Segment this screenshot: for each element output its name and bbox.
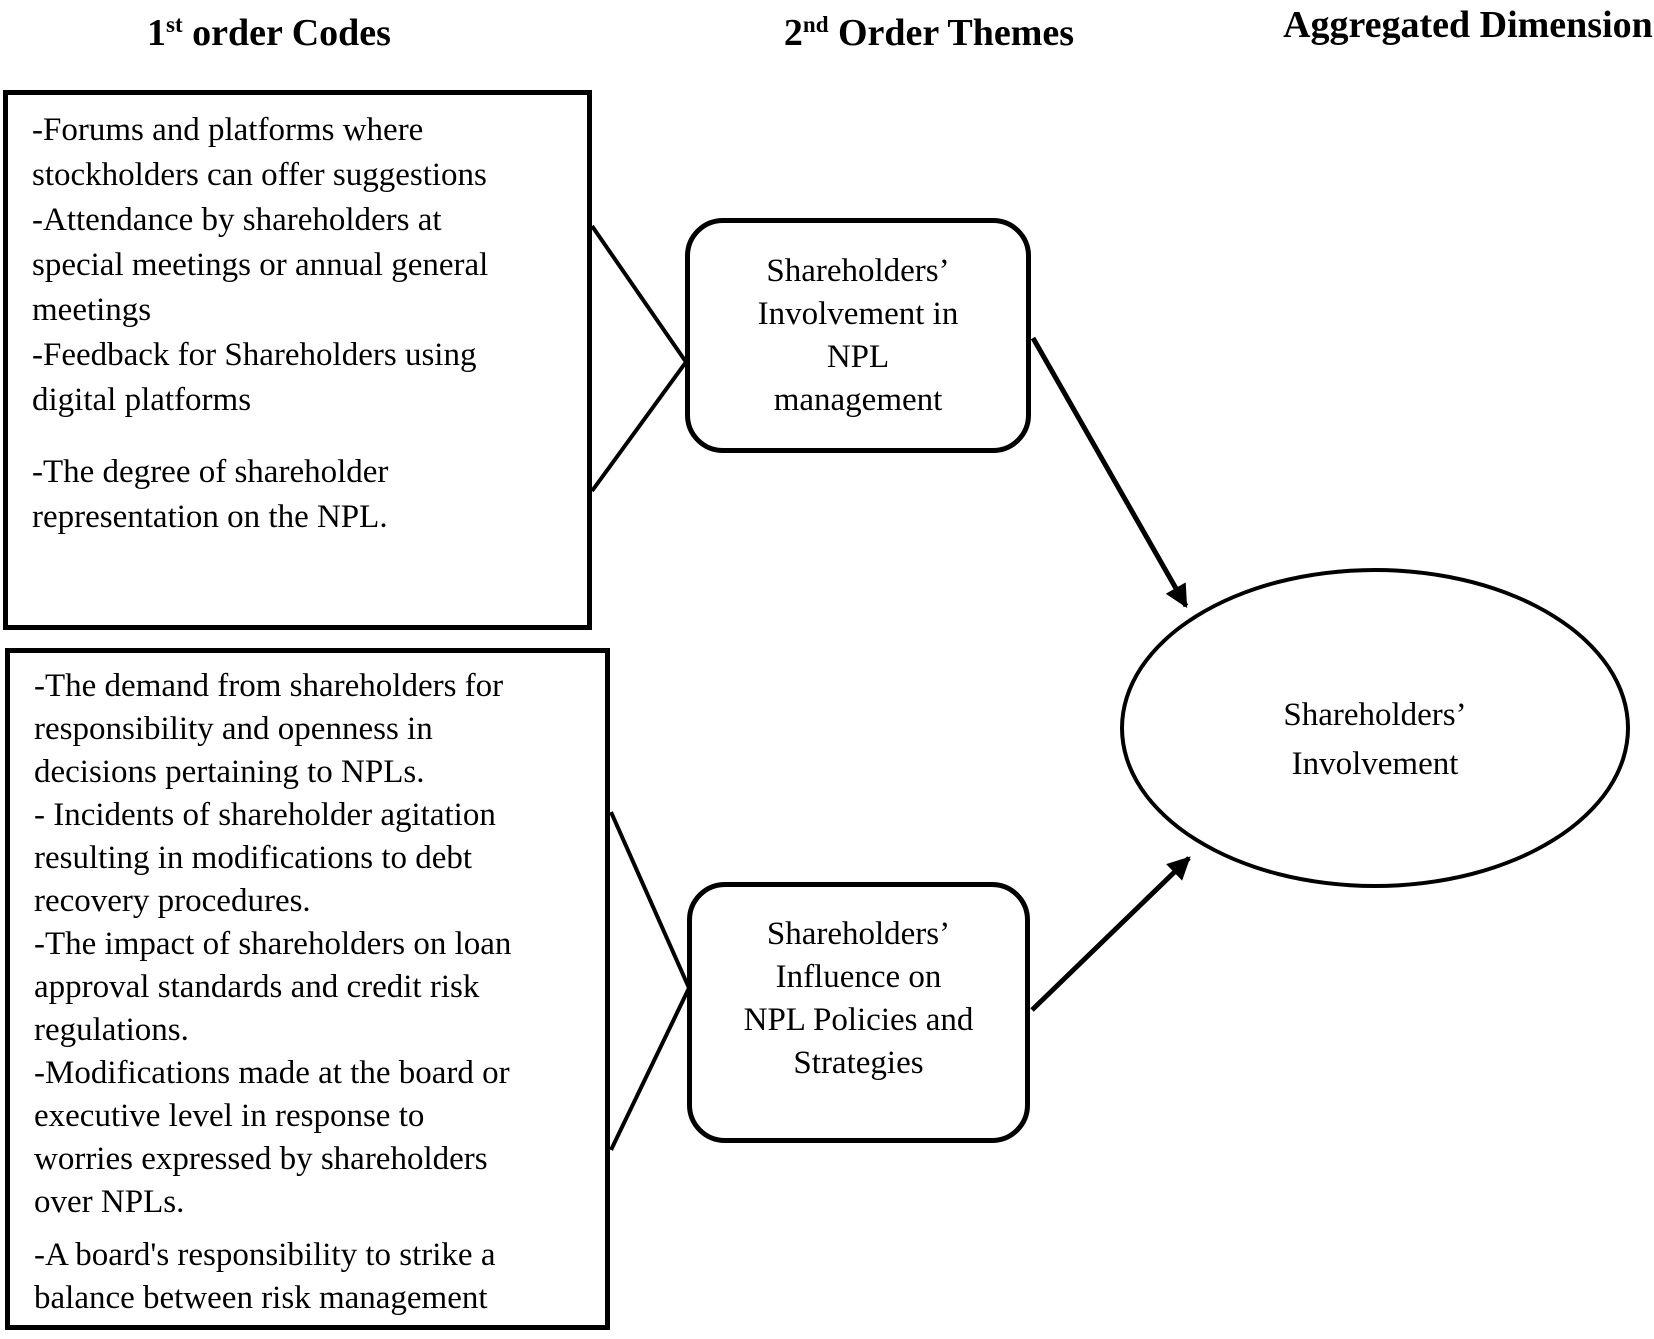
- text-line: management: [773, 381, 943, 418]
- header-superscript: nd: [802, 12, 829, 37]
- text-line: balance between risk management: [34, 1280, 488, 1316]
- header-superscript: st: [166, 12, 183, 37]
- text-line: -Modifications made at the board or: [34, 1055, 510, 1091]
- code-item: -Attendance by shareholders at special me…: [32, 198, 581, 333]
- header-first-order-codes: 1st order Codes: [99, 2, 439, 56]
- text-line: resulting in modifications to debt: [34, 840, 473, 876]
- code-item: -The degree of shareholder representation…: [32, 450, 581, 540]
- text-line: meetings: [32, 292, 152, 328]
- text-line: representation on the NPL.: [32, 499, 388, 535]
- text-line: executive level in response to: [34, 1098, 425, 1134]
- header-second-order-themes: 2nd Order Themes: [759, 2, 1099, 56]
- first-order-codes-box-involvement: -Forums and platforms where stockholders …: [3, 90, 592, 630]
- text-line: -The degree of shareholder: [32, 454, 389, 490]
- text-line: stockholders can offer suggestions: [32, 157, 487, 193]
- text-line: -The impact of shareholders on loan: [34, 926, 512, 962]
- theme-box-shareholders-influence-npl-policies: Shareholders’ Influence on NPL Policies an…: [687, 882, 1030, 1143]
- text-line: - Incidents of shareholder agitation: [34, 797, 496, 833]
- text-line: responsibility and openness in: [34, 711, 433, 747]
- text-line: decisions pertaining to NPLs.: [34, 754, 425, 790]
- header-text: order Codes: [182, 12, 391, 54]
- text-line: -The demand from shareholders for: [34, 668, 504, 704]
- text-line: Strategies: [793, 1044, 924, 1081]
- header-text: 1: [147, 12, 167, 54]
- code-item: -The impact of shareholders on loan appro…: [34, 923, 599, 1052]
- text-line: -Attendance by shareholders at: [32, 202, 442, 238]
- text-line: regulations.: [34, 1012, 189, 1048]
- text-line: -Feedback for Shareholders using: [32, 337, 477, 373]
- text-line: Shareholders’: [1283, 697, 1467, 733]
- code-item: -The demand from shareholders for respons…: [34, 665, 599, 794]
- header-text: Order Themes: [828, 12, 1075, 54]
- text-line: Involvement in: [757, 295, 959, 332]
- text-line: -A board's responsibility to strike a: [34, 1237, 496, 1273]
- text-line: NPL: [826, 338, 890, 375]
- connector-box2-upper: [609, 811, 691, 989]
- text-line: over NPLs.: [34, 1184, 185, 1220]
- text-line: NPL Policies and: [743, 1001, 974, 1038]
- arrow-theme1-to-dimension: [1030, 336, 1189, 608]
- text-line: Involvement: [1291, 746, 1459, 782]
- text-line: digital platforms: [32, 382, 252, 418]
- connector-box1-lower: [590, 360, 688, 493]
- text-line: Shareholders’: [766, 915, 951, 952]
- code-item: -Feedback for Shareholders using digital …: [32, 333, 581, 423]
- header-text: 2: [783, 12, 803, 54]
- connector-box1-upper: [590, 224, 688, 364]
- code-item: -A board's responsibility to strike a bal…: [34, 1234, 599, 1320]
- connector-box2-lower: [609, 987, 691, 1151]
- text-line: special meetings or annual general: [32, 247, 489, 283]
- arrow-theme2-to-dimension: [1030, 856, 1191, 1012]
- text-line: recovery procedures.: [34, 883, 311, 919]
- first-order-codes-box-influence: -The demand from shareholders for respons…: [5, 648, 610, 1330]
- code-item: -Modifications made at the board or execu…: [34, 1052, 599, 1224]
- aggregated-dimension-ellipse: Shareholders’ Involvement: [1120, 568, 1630, 888]
- text-line: -Forums and platforms where: [32, 112, 424, 148]
- code-item: -Forums and platforms where stockholders …: [32, 108, 581, 198]
- header-aggregated-dimension: Aggregated Dimension: [1283, 4, 1653, 46]
- text-line: worries expressed by shareholders: [34, 1141, 488, 1177]
- code-item: - Incidents of shareholder agitation resu…: [34, 794, 599, 923]
- text-line: Influence on: [775, 958, 942, 995]
- text-line: Shareholders’: [766, 252, 950, 289]
- theme-box-shareholders-involvement-npl-management: Shareholders’ Involvement in NPL management: [685, 218, 1031, 453]
- text-line: approval standards and credit risk: [34, 969, 480, 1005]
